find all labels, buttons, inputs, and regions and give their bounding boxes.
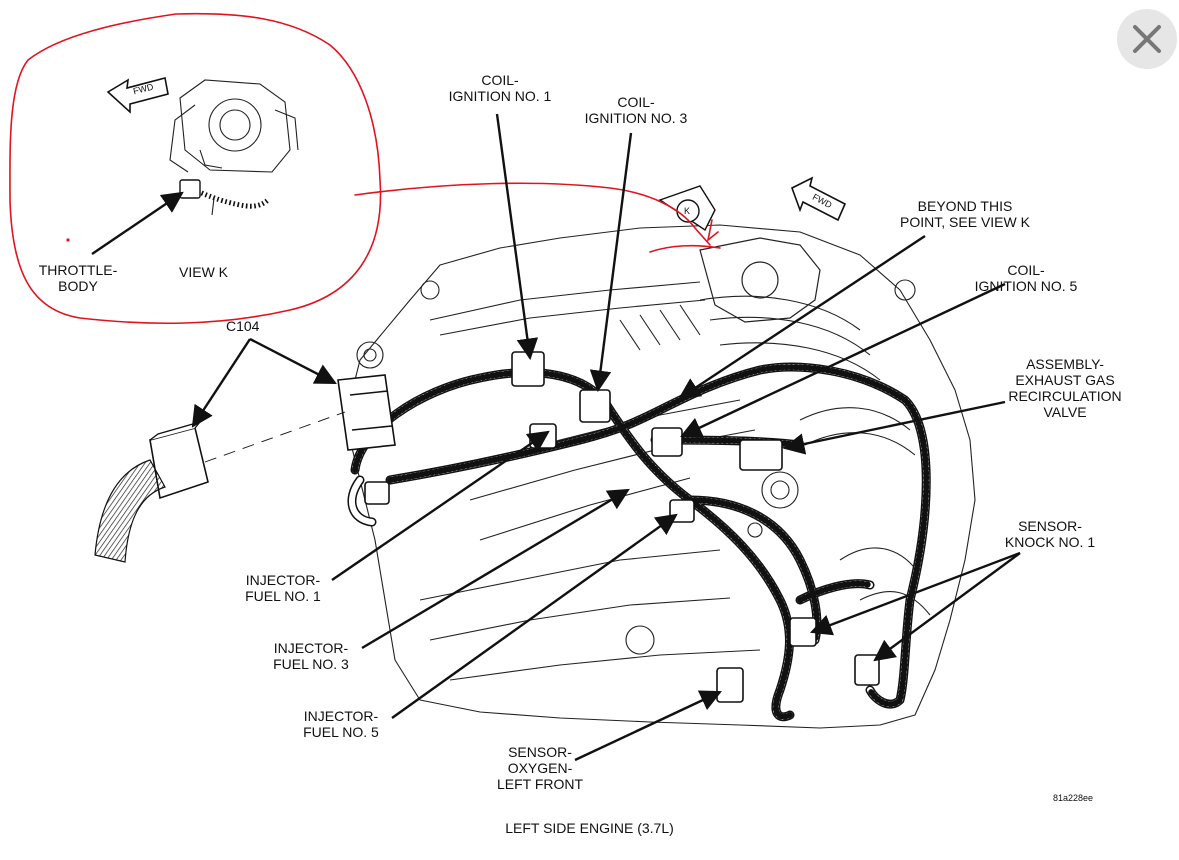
leader-inj-3 — [361, 488, 630, 650]
label-coil-ignition-5: COIL- IGNITION NO. 5 — [956, 262, 1096, 294]
label-injector-fuel-3: INJECTOR- FUEL NO. 3 — [256, 640, 366, 672]
label-coil-ignition-1: COIL- IGNITION NO. 1 — [430, 72, 570, 104]
leader-throttle — [91, 191, 184, 255]
engine-block — [344, 224, 976, 729]
close-icon — [1133, 25, 1161, 53]
label-line: SENSOR- — [508, 744, 572, 760]
label-line: FUEL NO. 5 — [303, 724, 379, 740]
label-line: EXHAUST GAS — [1015, 372, 1115, 388]
egr-connector — [739, 439, 783, 471]
label-line: INJECTOR- — [303, 708, 379, 724]
fwd-arrow-main — [791, 176, 847, 222]
leader-lines — [91, 113, 1021, 762]
connectors — [337, 351, 880, 703]
label-line: THROTTLE- — [38, 262, 118, 278]
view-k-marker — [658, 185, 716, 232]
label-line: FUEL NO. 1 — [245, 588, 321, 604]
label-k-marker: K — [684, 206, 691, 216]
leader-coil-5 — [680, 282, 1006, 438]
label-line: RECIRCULATION — [1008, 388, 1122, 404]
label-line: BEYOND THIS — [917, 198, 1013, 214]
label-injector-fuel-1: INJECTOR- FUEL NO. 1 — [228, 572, 338, 604]
leader-c104-a — [249, 337, 337, 385]
leader-knock-a — [809, 551, 1021, 636]
throttle-body-engine — [699, 237, 821, 323]
label-sensor-knock-1: SENSOR- KNOCK NO. 1 — [985, 518, 1115, 550]
knock-sensor-connector-b — [854, 654, 880, 686]
label-sensor-oxygen: SENSOR- OXYGEN- LEFT FRONT — [480, 744, 600, 792]
coil-1-connector — [511, 351, 545, 387]
c104-boot — [94, 411, 346, 563]
coil-5-connector — [651, 427, 683, 457]
fwd-arrow-inset — [106, 77, 169, 114]
figure-id: 81a228ee — [1053, 793, 1094, 803]
label-line: FUEL NO. 3 — [273, 656, 349, 672]
o2-sensor-connector — [716, 667, 744, 703]
label-line: IGNITION NO. 3 — [584, 110, 688, 126]
label-line: INJECTOR- — [245, 572, 321, 588]
label-line: LEFT FRONT — [496, 776, 584, 792]
label-throttle-body: THROTTLE- BODY — [28, 262, 128, 294]
c104-connector — [337, 374, 396, 451]
label-line: IGNITION NO. 5 — [974, 278, 1078, 294]
leader-inj-1 — [331, 430, 550, 581]
label-line: INJECTOR- — [273, 640, 349, 656]
label-view-k: VIEW K — [179, 264, 229, 280]
leader-knock-b — [873, 552, 1021, 662]
label-injector-fuel-5: INJECTOR- FUEL NO. 5 — [286, 708, 396, 740]
label-line: ASSEMBLY- — [1026, 356, 1104, 372]
leader-coil-1 — [495, 113, 539, 361]
label-coil-ignition-3: COIL- IGNITION NO. 3 — [566, 94, 706, 126]
label-line: COIL- — [481, 72, 519, 88]
injector-5-connector — [669, 499, 695, 523]
leader-coil-3 — [589, 132, 633, 393]
coil-3-connector — [579, 389, 611, 423]
inset-throttle-body — [169, 79, 299, 216]
label-line: OXYGEN- — [507, 760, 573, 776]
red-annotation — [9, 12, 721, 325]
label-line: VALVE — [1043, 404, 1087, 420]
label-egr-valve: ASSEMBLY- EXHAUST GAS RECIRCULATION VALV… — [985, 356, 1145, 420]
label-line: SENSOR- — [1018, 518, 1082, 534]
label-line: COIL- — [617, 94, 655, 110]
leader-o2 — [574, 690, 722, 762]
label-line: COIL- — [1007, 262, 1045, 278]
label-line: BODY — [58, 278, 98, 294]
label-line: KNOCK NO. 1 — [1004, 534, 1096, 550]
label-beyond-this-point: BEYOND THIS POINT, SEE VIEW K — [870, 198, 1060, 230]
label-c104: C104 — [226, 318, 260, 334]
leader-beyond — [678, 234, 926, 400]
leader-c104-b — [191, 338, 252, 428]
figure-caption: LEFT SIDE ENGINE (3.7L) — [505, 820, 674, 836]
leader-inj-5 — [391, 513, 678, 719]
label-line: POINT, SEE VIEW K — [900, 214, 1030, 230]
harness-clip — [364, 481, 390, 505]
leader-egr — [782, 400, 1006, 455]
close-button[interactable] — [1117, 9, 1177, 69]
label-line: IGNITION NO. 1 — [448, 88, 552, 104]
